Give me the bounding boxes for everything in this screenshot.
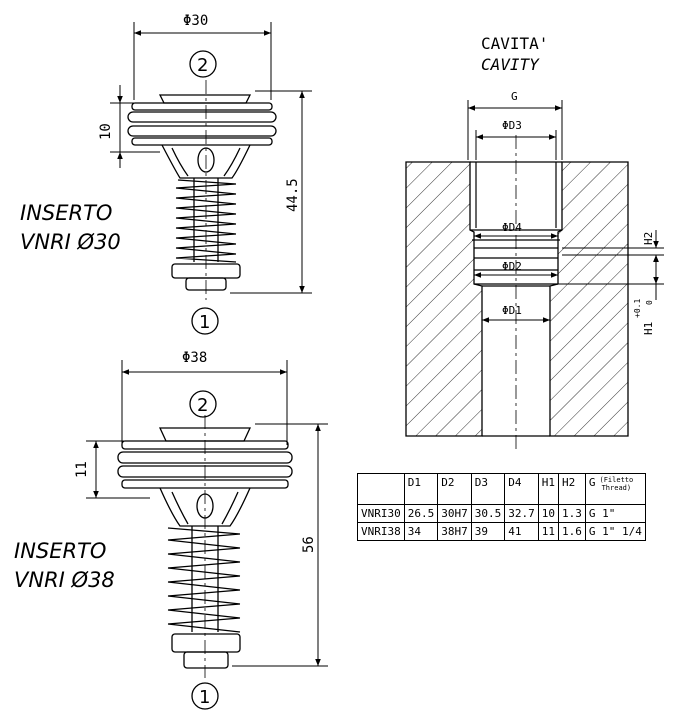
cavity-d3-dim: ΦD3	[502, 119, 522, 132]
g-note-line1: (Filetto	[599, 476, 634, 484]
cavity-g-dim: G	[511, 90, 518, 103]
insert30-callout-bottom-circle	[191, 307, 219, 335]
insert38-callout-top: 2	[197, 395, 208, 416]
table-cell: G 1"	[584, 504, 646, 523]
table-header-cell	[357, 473, 405, 505]
table-header-cell: D2	[437, 473, 472, 505]
table-header-cell: D3	[470, 473, 506, 505]
table-cell: G 1" 1/4	[584, 522, 646, 541]
insert38-diameter-dim: Φ38	[182, 350, 207, 366]
table-cell: VNRI38	[357, 522, 405, 541]
table-header-cell: H1	[537, 473, 560, 505]
table-row: VNRI30 26.5 30H7 30.5 32.7 10 1.3 G 1"	[357, 504, 646, 523]
insert30-length-dim: 44.5	[285, 178, 301, 212]
insert-vnri30-drawing	[127, 94, 277, 291]
table-cell: 39	[470, 522, 506, 541]
insert30-height-dim: 10	[98, 123, 114, 140]
table-cell: 38H7	[437, 522, 472, 541]
cavity-d1-dim: ΦD1	[502, 304, 522, 317]
table-header-g-label: G	[588, 476, 596, 489]
insert38-callout-bottom-circle	[191, 682, 219, 710]
insert30-callout-top: 2	[197, 55, 208, 76]
insert30-callout-bottom: 1	[199, 312, 210, 333]
table-cell: 10	[537, 504, 560, 523]
cavity-d4-dim: ΦD4	[502, 221, 522, 234]
insert38-callout-bottom: 1	[199, 687, 210, 708]
table-cell: VNRI30	[357, 504, 405, 523]
table-cell: 1.6	[558, 522, 586, 541]
insert30-label-line2: VNRI Ø30	[20, 230, 121, 254]
cavity-section	[405, 135, 629, 450]
cavity-h1-dim: H1	[642, 322, 655, 335]
cavity-title-it: CAVITA'	[481, 34, 548, 53]
table-cell: 30H7	[437, 504, 472, 523]
cavity-h1-tol-upper: +0.1	[633, 299, 642, 318]
g-note-line2: Thread)	[601, 484, 632, 492]
insert30-callout-top-circle	[189, 50, 217, 78]
cavity-title-en: CAVITY	[481, 55, 540, 74]
cavity-dimensions	[467, 100, 664, 323]
insert38-height-dim: 11	[74, 461, 90, 478]
table-cell: 41	[504, 522, 539, 541]
table-cell: 34	[403, 522, 439, 541]
table-row: VNRI38 34 38H7 39 41 11 1.6 G 1" 1/4	[357, 522, 646, 541]
insert30-diameter-dim: Φ30	[183, 13, 208, 29]
cavity-h2-dim: H2	[642, 232, 655, 245]
table-header-cell: H2	[558, 473, 586, 505]
insert38-label-line1: INSERTO	[14, 539, 106, 563]
table-header-cell: D1	[403, 473, 439, 505]
table-cell: 1.3	[558, 504, 586, 523]
table-cell: 32.7	[504, 504, 539, 523]
insert30-label-line1: INSERTO	[20, 201, 112, 225]
insert38-callout-top-circle	[189, 390, 217, 418]
table-cell: 30.5	[470, 504, 506, 523]
insert38-dimensions	[86, 360, 328, 667]
insert38-length-dim: 56	[301, 536, 317, 553]
cavity-h1-tol-lower: 0	[645, 300, 654, 305]
cavity-d2-dim: ΦD2	[502, 260, 522, 273]
table-cell: 11	[537, 522, 560, 541]
table-cell: 26.5	[403, 504, 439, 523]
table-header-cell: D4	[504, 473, 539, 505]
insert30-dimensions	[110, 22, 312, 294]
insert38-label-line2: VNRI Ø38	[14, 568, 115, 592]
